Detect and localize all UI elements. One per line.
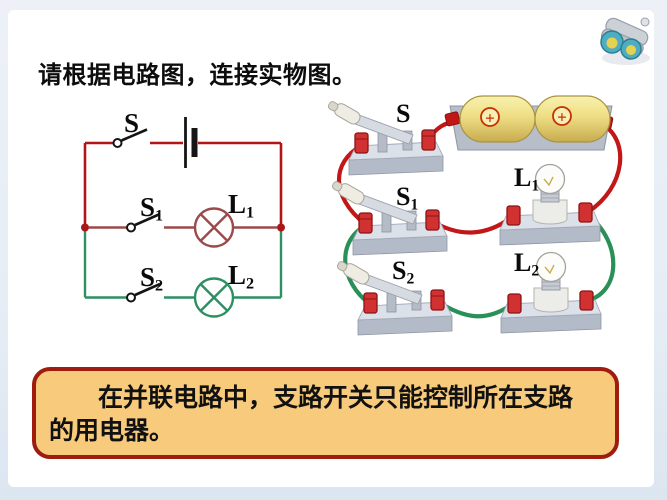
junction-dot-left xyxy=(81,223,89,232)
photo-label-s2: S2 xyxy=(392,258,414,287)
switch-s1-symbol xyxy=(126,212,161,233)
page-title: 请根据电路图，连接实物图。 xyxy=(38,63,357,89)
schematic-branch-l1 xyxy=(89,207,277,248)
label-text: S xyxy=(396,99,411,128)
label-text: L xyxy=(228,189,247,219)
label-sub: 2 xyxy=(246,274,255,293)
label-sub: 2 xyxy=(531,262,540,280)
schematic-branch-l2 xyxy=(83,227,283,318)
binoculars-eyepiece xyxy=(640,17,650,27)
battery-plus-icon xyxy=(552,106,572,126)
label-sub: 2 xyxy=(155,276,164,295)
wire-red-battery-to-l1 xyxy=(585,121,623,215)
note-box: 在并联电路中，支路开关只能控制所在支路 的用电器。 xyxy=(32,367,619,459)
switch-s2-symbol xyxy=(126,282,161,303)
junction-dot-right xyxy=(277,223,285,232)
label-sub: 1 xyxy=(155,206,164,225)
binoculars-icon xyxy=(600,17,650,65)
schematic-main-loop xyxy=(83,141,283,228)
circuit-schematic xyxy=(81,117,285,318)
schematic-label-s1: S1 xyxy=(140,194,163,224)
schematic-label-l2: L2 xyxy=(228,262,254,292)
schematic-label-s2: S2 xyxy=(140,264,163,294)
label-text: S xyxy=(140,262,156,292)
switch-s-symbol xyxy=(112,128,148,148)
photo-label-l2: L2 xyxy=(514,250,539,279)
battery-terminal-left xyxy=(444,111,461,127)
label-text: L xyxy=(228,260,247,290)
label-text: L xyxy=(514,163,532,192)
label-text: S xyxy=(396,182,411,211)
battery-plus-sign: + xyxy=(557,108,567,127)
photo-label-l1: L1 xyxy=(514,165,539,194)
battery-symbol xyxy=(184,117,198,168)
photo-label-s1: S1 xyxy=(396,184,418,213)
schematic-label-s: S xyxy=(124,110,139,140)
binoculars-lens-left-center xyxy=(606,37,618,49)
label-text: L xyxy=(514,248,532,277)
note-text-line1: 在并联电路中，支路开关只能控制所在支路 xyxy=(98,385,574,412)
label-sub: 1 xyxy=(531,177,540,195)
label-text: S xyxy=(124,108,140,138)
schematic-label-l1: L1 xyxy=(228,191,254,221)
battery-cell-2 xyxy=(534,95,611,143)
photo-label-s: S xyxy=(396,101,410,130)
battery-plus-sign: + xyxy=(485,109,495,128)
battery-plus-icon xyxy=(480,107,500,127)
slide: 请根据电路图，连接实物图。 xyxy=(8,10,654,487)
note-text-line2: 的用电器。 xyxy=(49,418,175,445)
label-sub: 1 xyxy=(410,196,419,214)
label-sub: 1 xyxy=(246,203,255,222)
binoculars-lens-right-center xyxy=(626,45,636,55)
physical-circuit: + + xyxy=(325,95,623,336)
battery-pack: + + xyxy=(444,95,614,151)
label-text: S xyxy=(140,192,156,222)
label-sub: 2 xyxy=(406,270,415,288)
label-text: S xyxy=(392,256,407,285)
